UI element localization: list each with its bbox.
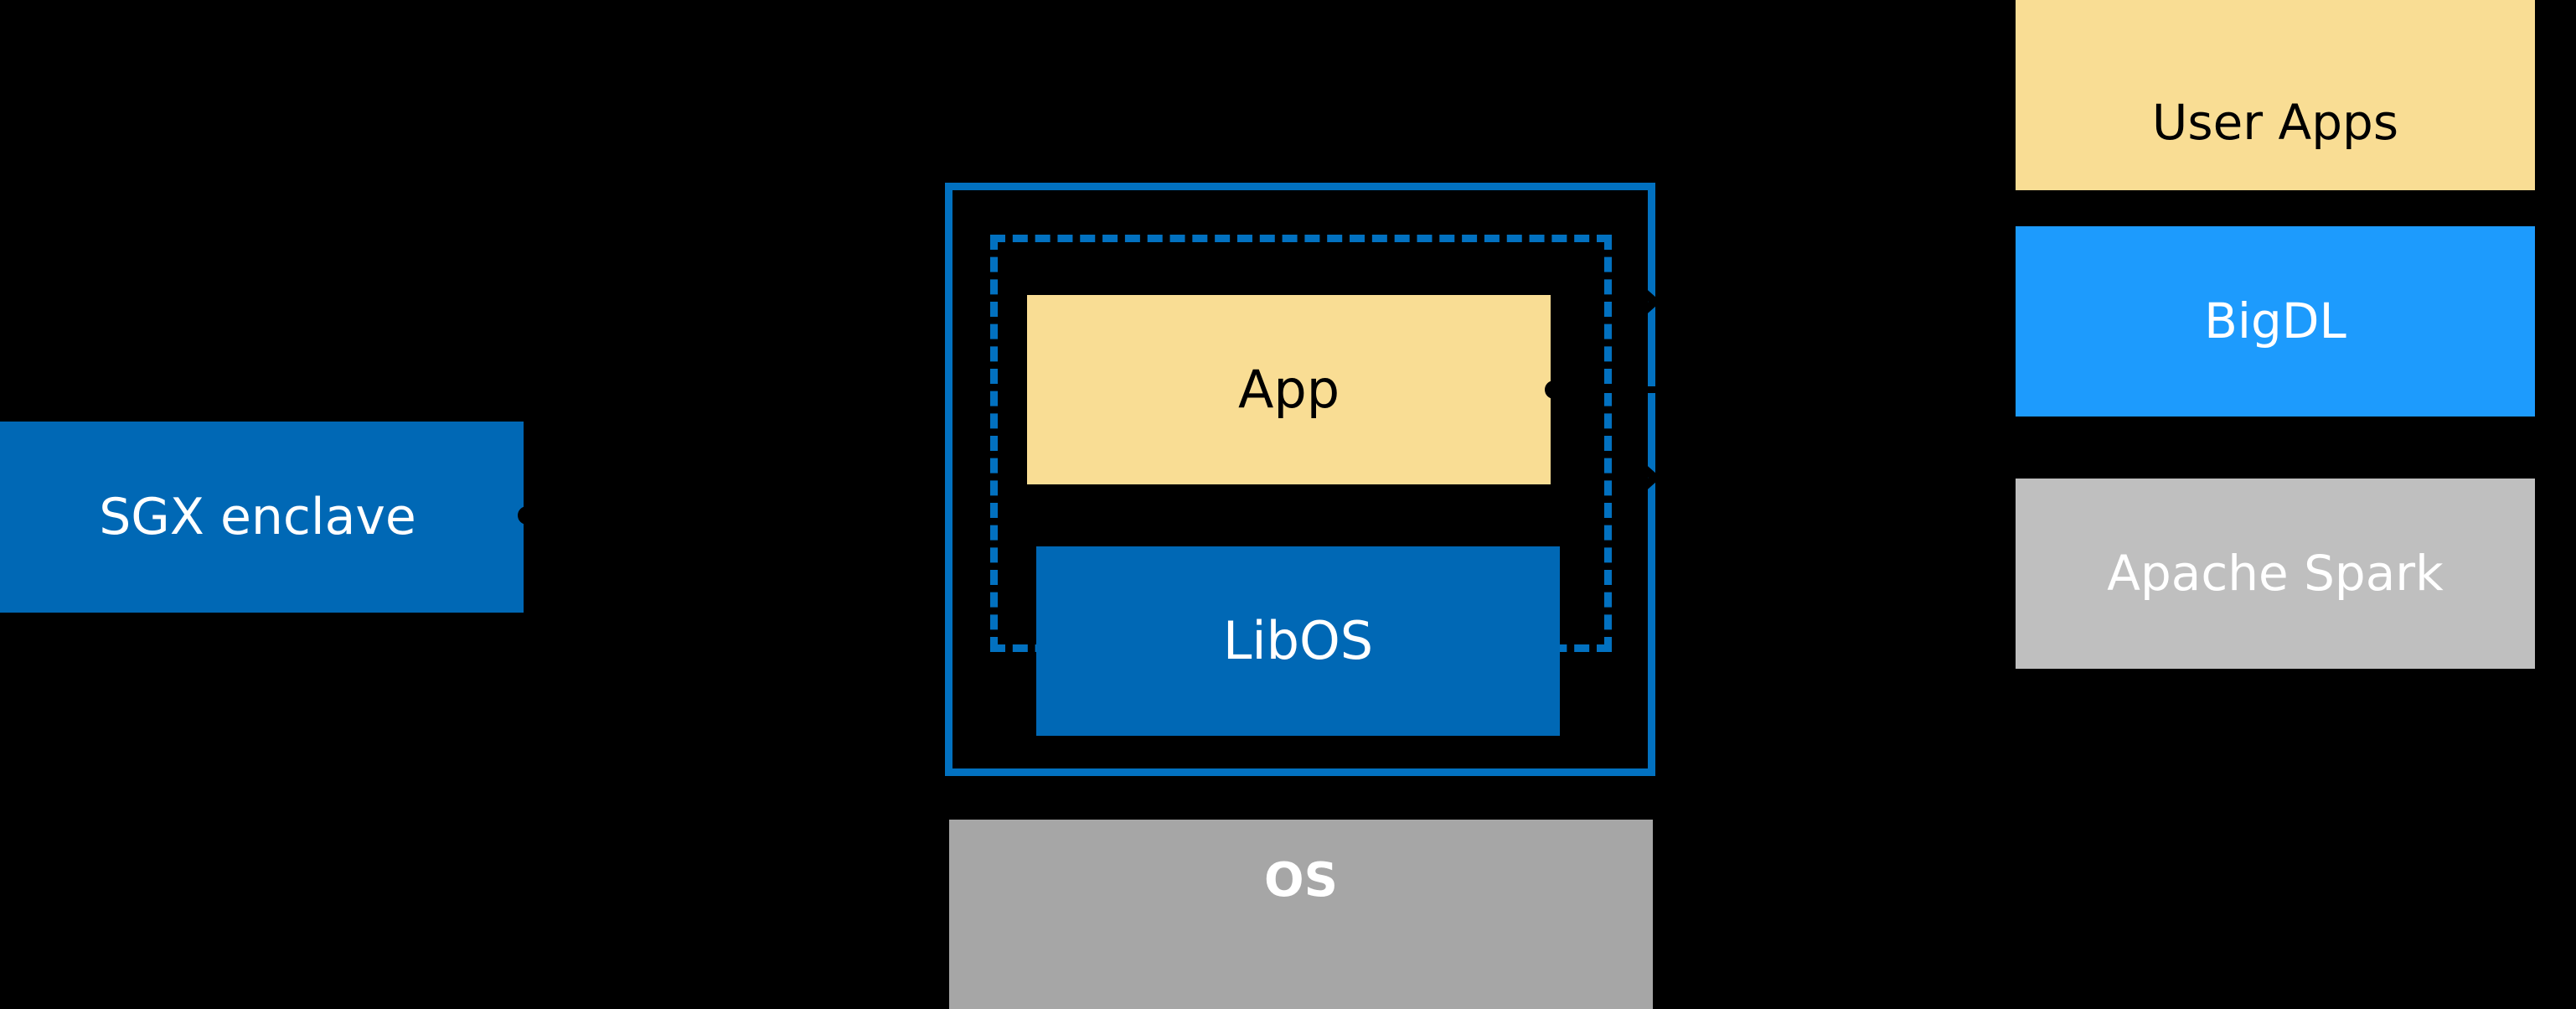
app-label: App — [1237, 358, 1340, 420]
app-box[interactable]: App — [1027, 295, 1551, 484]
apache-spark-box[interactable]: Apache Spark — [2016, 479, 2535, 669]
os-label: OS — [1264, 853, 1338, 908]
libos-box[interactable]: LibOS — [1036, 546, 1560, 736]
apache-spark-label: Apache Spark — [2107, 544, 2444, 602]
user-apps-label: User Apps — [2151, 94, 2399, 152]
os-box[interactable]: OS — [949, 820, 1653, 1009]
sgx-to-enclave-connector — [518, 506, 945, 525]
sgx-enclave-box[interactable]: SGX enclave — [0, 422, 524, 613]
bigdl-box[interactable]: BigDL — [2016, 226, 2535, 417]
sgx-enclave-label: SGX enclave — [99, 488, 416, 546]
user-apps-box[interactable]: User Apps — [2016, 0, 2535, 190]
bigdl-label: BigDL — [2204, 292, 2346, 349]
libos-label: LibOS — [1222, 609, 1374, 671]
